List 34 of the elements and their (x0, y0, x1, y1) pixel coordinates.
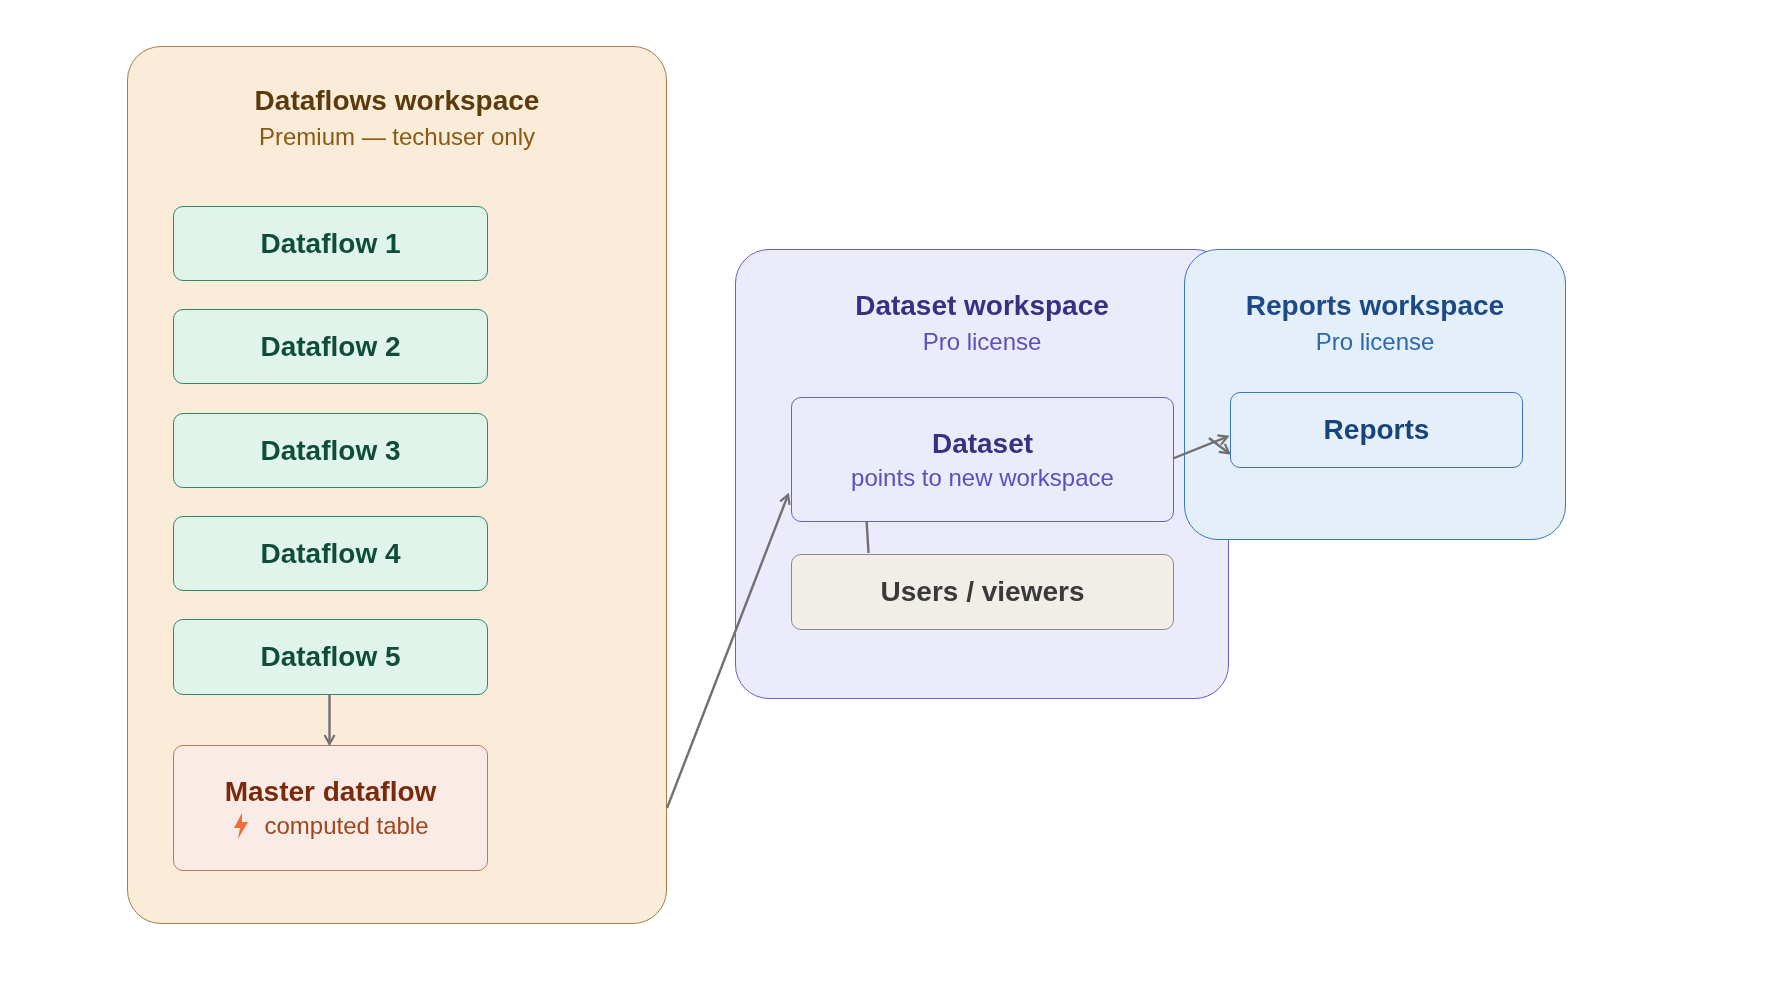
box-subtitle: Premium — techuser only (258, 123, 536, 151)
dataflow-box (173, 619, 488, 695)
box-title: Dataset (931, 427, 1034, 460)
connector-line (865, 520, 870, 554)
workspace-panel (1184, 249, 1566, 540)
box-title: Reports (1323, 414, 1430, 446)
box-title: Dataflow 5 (260, 641, 401, 673)
arrow (323, 694, 336, 746)
workspace-panel (735, 249, 1229, 699)
users-box (791, 554, 1174, 630)
arrow (1208, 437, 1231, 455)
dataflow-box (173, 206, 488, 281)
box-title: Reports workspace (1245, 290, 1505, 322)
arrow (1172, 434, 1229, 460)
reports-box (1230, 392, 1523, 468)
box-title: Dataset workspace (855, 290, 1109, 322)
dataflow-box (173, 745, 488, 871)
box-title: Dataflow 3 (260, 434, 401, 467)
box-title: Dataflows workspace (254, 85, 540, 117)
box-title: Users / viewers (880, 576, 1085, 608)
box-subtitle: Pro license (922, 328, 1042, 356)
dataflow-box (173, 516, 488, 591)
box-subtitle: computed table (264, 812, 429, 840)
dataset-box (791, 397, 1174, 522)
dataflow-box (173, 413, 488, 488)
box-title: Master dataflow (224, 776, 437, 808)
box-title: Dataflow 2 (260, 330, 401, 363)
arrow (665, 493, 791, 809)
box-subtitle: points to new workspace (851, 463, 1114, 492)
dataflow-box (173, 309, 488, 384)
box-subtitle: Pro license (1315, 328, 1435, 356)
box-title: Dataflow 4 (260, 537, 401, 570)
box-title: Dataflow 1 (260, 227, 401, 260)
workspace-panel (127, 46, 667, 924)
